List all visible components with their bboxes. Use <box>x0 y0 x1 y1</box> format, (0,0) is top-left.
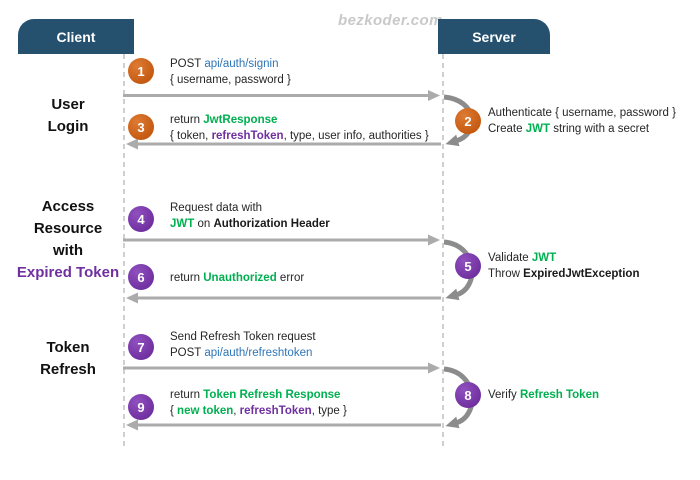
message-line: { token, refreshToken, type, user info, … <box>170 128 429 144</box>
text-segment: Create <box>488 123 526 135</box>
step-badge-1: 1 <box>128 58 154 84</box>
text-segment: api/auth/refreshtoken <box>204 347 313 359</box>
text-segment: Refresh Token <box>519 389 599 401</box>
text-segment: return <box>170 389 204 401</box>
text-segment: JWT <box>531 252 557 264</box>
text-segment: POST <box>170 58 205 70</box>
text-segment: string with a secret <box>550 123 650 135</box>
step-badge-8: 8 <box>455 382 481 408</box>
text-segment: ExpiredJwtException <box>523 268 640 280</box>
section-line: Token <box>46 339 90 356</box>
text-segment: Authorization Header <box>213 218 330 230</box>
text-segment: Token Refresh Response <box>203 389 341 401</box>
text-segment: Validate <box>488 252 532 264</box>
text-segment: Verify <box>488 389 520 401</box>
step-badge-6: 6 <box>128 264 154 290</box>
text-segment: , <box>233 405 240 417</box>
text-segment: return <box>170 114 204 126</box>
message-6-text: return Unauthorized error <box>170 270 304 286</box>
text-segment: Throw <box>488 268 524 280</box>
actor-client: Client <box>18 19 134 54</box>
message-line: POST api/auth/signin <box>170 56 291 72</box>
watermark: bezkoder.com <box>338 12 443 29</box>
message-1-text: POST api/auth/signin { username, passwor… <box>170 56 291 88</box>
step-badge-3: 3 <box>128 114 154 140</box>
message-5-text: Validate JWT Throw ExpiredJwtException <box>488 250 639 282</box>
text-segment: refreshToken <box>211 130 284 142</box>
section-token-refresh: Token Refresh <box>4 337 132 381</box>
section-access-resource-expired-token: Access Resource with Expired Token <box>4 196 132 284</box>
section-line: Access <box>41 198 95 215</box>
text-segment: { <box>170 405 178 417</box>
message-line: Throw ExpiredJwtException <box>488 266 639 282</box>
step-badge-4: 4 <box>128 206 154 232</box>
step-badge-7: 7 <box>128 334 154 360</box>
message-3-text: return JwtResponse { token, refreshToken… <box>170 112 429 144</box>
section-line: Resource <box>33 220 103 237</box>
text-segment: Send Refresh Token request <box>170 331 316 343</box>
section-line-expired-token: Expired Token <box>16 264 120 281</box>
message-7-text: Send Refresh Token request POST api/auth… <box>170 329 316 361</box>
text-segment: Request data with <box>170 202 263 214</box>
text-segment: { token, <box>170 130 212 142</box>
step-badge-9: 9 <box>128 394 154 420</box>
text-segment: JWT <box>170 218 195 230</box>
message-9-text: return Token Refresh Response { new toke… <box>170 387 347 419</box>
message-8-text: Verify Refresh Token <box>488 387 599 403</box>
text-segment: return <box>170 272 204 284</box>
section-user-login: User Login <box>4 94 132 138</box>
message-line: Verify Refresh Token <box>488 387 599 403</box>
message-line: { username, password } <box>170 72 291 88</box>
message-line: Request data with <box>170 200 330 216</box>
message-line: Create JWT string with a secret <box>488 121 676 137</box>
message-line: return JwtResponse <box>170 112 429 128</box>
text-segment: , type, user info, authorities } <box>283 130 429 142</box>
text-segment: , type } <box>311 405 347 417</box>
message-line: return Unauthorized error <box>170 270 304 286</box>
text-segment: new token <box>177 405 234 417</box>
section-line: Refresh <box>40 361 96 378</box>
text-segment: Unauthorized <box>203 272 277 284</box>
text-segment: Authenticate { username, password } <box>488 107 676 119</box>
message-line: JWT on Authorization Header <box>170 216 330 232</box>
step-badge-5: 5 <box>455 253 481 279</box>
message-4-text: Request data with JWT on Authorization H… <box>170 200 330 232</box>
text-segment: refreshToken <box>239 405 312 417</box>
actor-server: Server <box>438 19 550 54</box>
message-line: return Token Refresh Response <box>170 387 347 403</box>
step-badge-2: 2 <box>455 108 481 134</box>
message-line: { new token, refreshToken, type } <box>170 403 347 419</box>
message-line: Send Refresh Token request <box>170 329 316 345</box>
text-segment: POST <box>170 347 205 359</box>
message-2-text: Authenticate { username, password } Crea… <box>488 105 676 137</box>
message-line: POST api/auth/refreshtoken <box>170 345 316 361</box>
message-line: Authenticate { username, password } <box>488 105 676 121</box>
section-line: User <box>51 96 85 113</box>
text-segment: api/auth/signin <box>204 58 279 70</box>
section-line: Login <box>47 118 89 135</box>
text-segment: JwtResponse <box>203 114 278 126</box>
message-line: Validate JWT <box>488 250 639 266</box>
text-segment: on <box>194 218 214 230</box>
section-line: with <box>53 242 83 259</box>
text-segment: error <box>276 272 305 284</box>
text-segment: { username, password } <box>170 74 291 86</box>
text-segment: JWT <box>525 123 550 135</box>
